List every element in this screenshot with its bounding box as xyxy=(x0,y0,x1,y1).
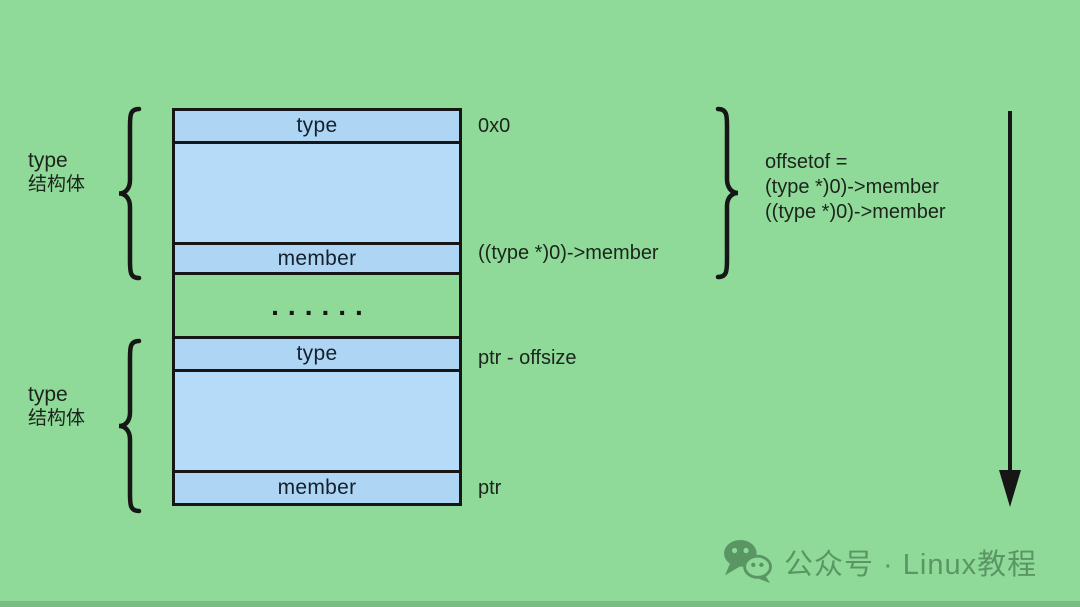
bottom-edge-shade xyxy=(0,601,1080,607)
right-brace-offsetof-icon xyxy=(715,106,739,280)
wechat-icon xyxy=(724,539,772,584)
offsetof-note: offsetof = (type *)0)->member ((type *)0… xyxy=(765,150,946,225)
struct1-label-cn: 结构体 xyxy=(28,174,86,196)
offsetof-note-line3: ((type *)0)->member xyxy=(765,201,946,223)
struct2-member-row: member xyxy=(172,470,462,506)
ellipsis-dots: ...... xyxy=(271,289,372,321)
struct2-type-row-label: type xyxy=(296,342,338,365)
struct1-label: type 结构体 xyxy=(28,149,85,196)
offsetof-note-line1: offsetof = xyxy=(765,151,848,173)
watermark-text: 公众号 · Linux教程 xyxy=(784,549,1038,581)
struct1-member-row: member xyxy=(172,242,462,275)
left-brace-struct2-icon xyxy=(118,338,142,514)
annotation-ptr: ptr xyxy=(478,477,502,499)
struct2-label-cn: 结构体 xyxy=(28,408,86,430)
left-brace-struct1-icon xyxy=(118,106,142,281)
memory-gap-row: ...... xyxy=(172,272,462,339)
struct1-label-type: type xyxy=(28,149,68,172)
annotation-0x0: 0x0 xyxy=(478,115,511,137)
struct2-label: type 结构体 xyxy=(28,383,85,430)
struct1-body-row xyxy=(172,141,462,245)
watermark: 公众号 · Linux教程 xyxy=(722,539,1037,585)
struct1-type-row-label: type xyxy=(296,114,338,137)
struct1-member-row-label: member xyxy=(277,246,357,270)
annotation-ptr-offsize: ptr - offsize xyxy=(478,347,577,369)
struct2-body-row xyxy=(172,369,462,473)
struct1-type-row: type xyxy=(172,108,462,144)
struct2-type-row: type xyxy=(172,336,462,372)
struct2-member-row-label: member xyxy=(277,476,357,499)
memory-layout-box: type member ...... type member xyxy=(172,108,462,506)
down-arrow-icon xyxy=(999,111,1021,507)
annotation-member-offset: ((type *)0)->member xyxy=(478,242,659,264)
struct2-label-type: type xyxy=(28,383,68,406)
offsetof-note-line2: (type *)0)->member xyxy=(765,176,939,198)
